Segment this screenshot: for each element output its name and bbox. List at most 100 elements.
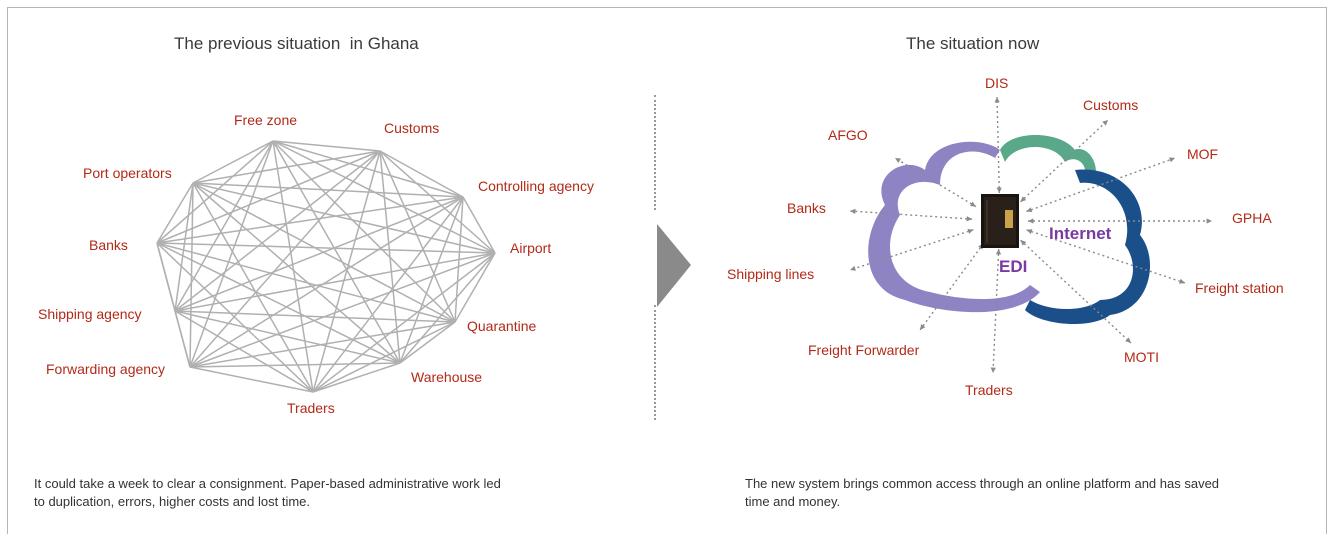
spoke-line — [992, 248, 1000, 374]
left-node-label: Quarantine — [467, 318, 537, 334]
arrowhead-icon — [850, 208, 856, 214]
right-node-label: Banks — [787, 200, 826, 216]
arrowhead-icon — [850, 265, 856, 271]
mesh-network — [156, 140, 496, 393]
mesh-edge — [312, 321, 456, 393]
left-node-label: Airport — [510, 240, 552, 256]
arrowhead-icon — [1169, 157, 1175, 163]
left-node-label: Forwarding agency — [46, 361, 166, 377]
mesh-edge — [379, 150, 456, 323]
right-node-label: Freight Forwarder — [808, 342, 920, 358]
spoke-line — [849, 229, 974, 271]
mesh-edge — [379, 150, 496, 254]
right-node-label: MOTI — [1124, 349, 1159, 365]
left-title: The previous situation in Ghana — [174, 34, 419, 53]
spoke-line — [894, 157, 977, 208]
left-node-label: Shipping agency — [38, 306, 142, 322]
right-node-label: Shipping lines — [727, 266, 815, 282]
arrowhead-icon — [995, 248, 1002, 255]
mesh-edge — [174, 310, 314, 393]
right-node-label: GPHA — [1232, 210, 1272, 226]
mesh-edge — [174, 310, 401, 364]
mesh-edge — [174, 252, 496, 312]
mesh-edge — [312, 196, 464, 393]
right-node-label: Customs — [1083, 97, 1139, 113]
right-caption: The new system brings common access thro… — [745, 476, 1220, 509]
left-node-label: Banks — [89, 237, 128, 253]
mesh-edge — [174, 196, 464, 312]
mesh-edge — [192, 182, 464, 198]
mesh-edge — [312, 150, 381, 393]
mesh-edge — [189, 362, 401, 368]
left-node-label: Free zone — [234, 112, 298, 128]
mesh-edge — [189, 140, 274, 368]
mesh-edge — [312, 252, 496, 393]
mesh-edge — [189, 182, 194, 368]
mesh-edge — [156, 242, 401, 364]
right-node-label: MOF — [1187, 146, 1219, 162]
mesh-edge — [189, 366, 314, 393]
arrowhead-icon — [1206, 218, 1212, 224]
arrowhead-icon — [1020, 240, 1027, 246]
arrowhead-icon — [967, 228, 974, 234]
figure-frame — [7, 7, 1327, 534]
mesh-edge — [192, 182, 496, 254]
mesh-edge — [379, 150, 464, 198]
mesh-edge — [272, 140, 401, 364]
mesh-edge — [189, 196, 464, 368]
cloud-purple — [868, 141, 1040, 313]
mesh-edge — [156, 150, 381, 244]
left-node-label: Port operators — [83, 165, 172, 181]
arrowhead-icon — [994, 97, 1000, 103]
mesh-edge — [399, 321, 456, 364]
server-icon — [981, 194, 1019, 248]
mesh-edge — [192, 182, 401, 364]
cloud-blue — [1025, 169, 1150, 325]
mesh-edge — [272, 140, 381, 152]
mesh-edge — [192, 182, 456, 323]
arrowhead-icon — [966, 216, 973, 222]
mesh-edge — [192, 140, 274, 184]
mesh-edge — [312, 362, 401, 393]
arrowhead-icon — [920, 324, 926, 330]
left-caption: It could take a week to clear a consignm… — [34, 476, 501, 509]
mesh-edge — [174, 310, 456, 323]
arrowhead-icon — [1026, 207, 1033, 213]
mesh-edge — [272, 140, 456, 323]
hub-cloud — [868, 135, 1150, 325]
arrowhead-icon — [1026, 229, 1033, 235]
mesh-edge — [399, 196, 464, 364]
arrowhead-icon — [996, 187, 1002, 194]
divider-bottom — [654, 305, 656, 420]
mesh-edge — [156, 242, 496, 254]
right-node-label: DIS — [985, 75, 1009, 91]
mesh-edge — [156, 182, 194, 244]
hub-edi-label: EDI — [999, 257, 1028, 276]
mesh-edge — [399, 252, 496, 364]
mesh-edge — [174, 182, 194, 312]
left-node-label: Customs — [384, 120, 440, 136]
spokes — [849, 96, 1212, 374]
mesh-edge — [192, 182, 314, 393]
mesh-edge — [156, 242, 456, 323]
cloud-green — [1000, 135, 1096, 180]
mesh-edge — [156, 242, 176, 312]
arrowhead-icon — [1179, 278, 1185, 284]
mesh-edge — [272, 140, 464, 198]
spoke-line — [1020, 239, 1132, 344]
mesh-edge — [156, 242, 314, 393]
hub-internet-label: Internet — [1049, 224, 1112, 243]
mesh-edge — [156, 140, 274, 244]
right-title: The situation now — [906, 34, 1040, 53]
left-node-label: Warehouse — [411, 369, 483, 385]
right-node-label: AFGO — [828, 127, 868, 143]
arrow-icon — [657, 224, 691, 307]
mesh-edge — [174, 150, 381, 312]
mesh-edge — [156, 196, 464, 244]
arrowhead-icon — [1125, 337, 1131, 343]
arrowhead-icon — [1028, 218, 1034, 224]
spoke-line — [1026, 157, 1176, 213]
spoke-line — [919, 243, 984, 331]
mesh-edge — [189, 252, 496, 368]
